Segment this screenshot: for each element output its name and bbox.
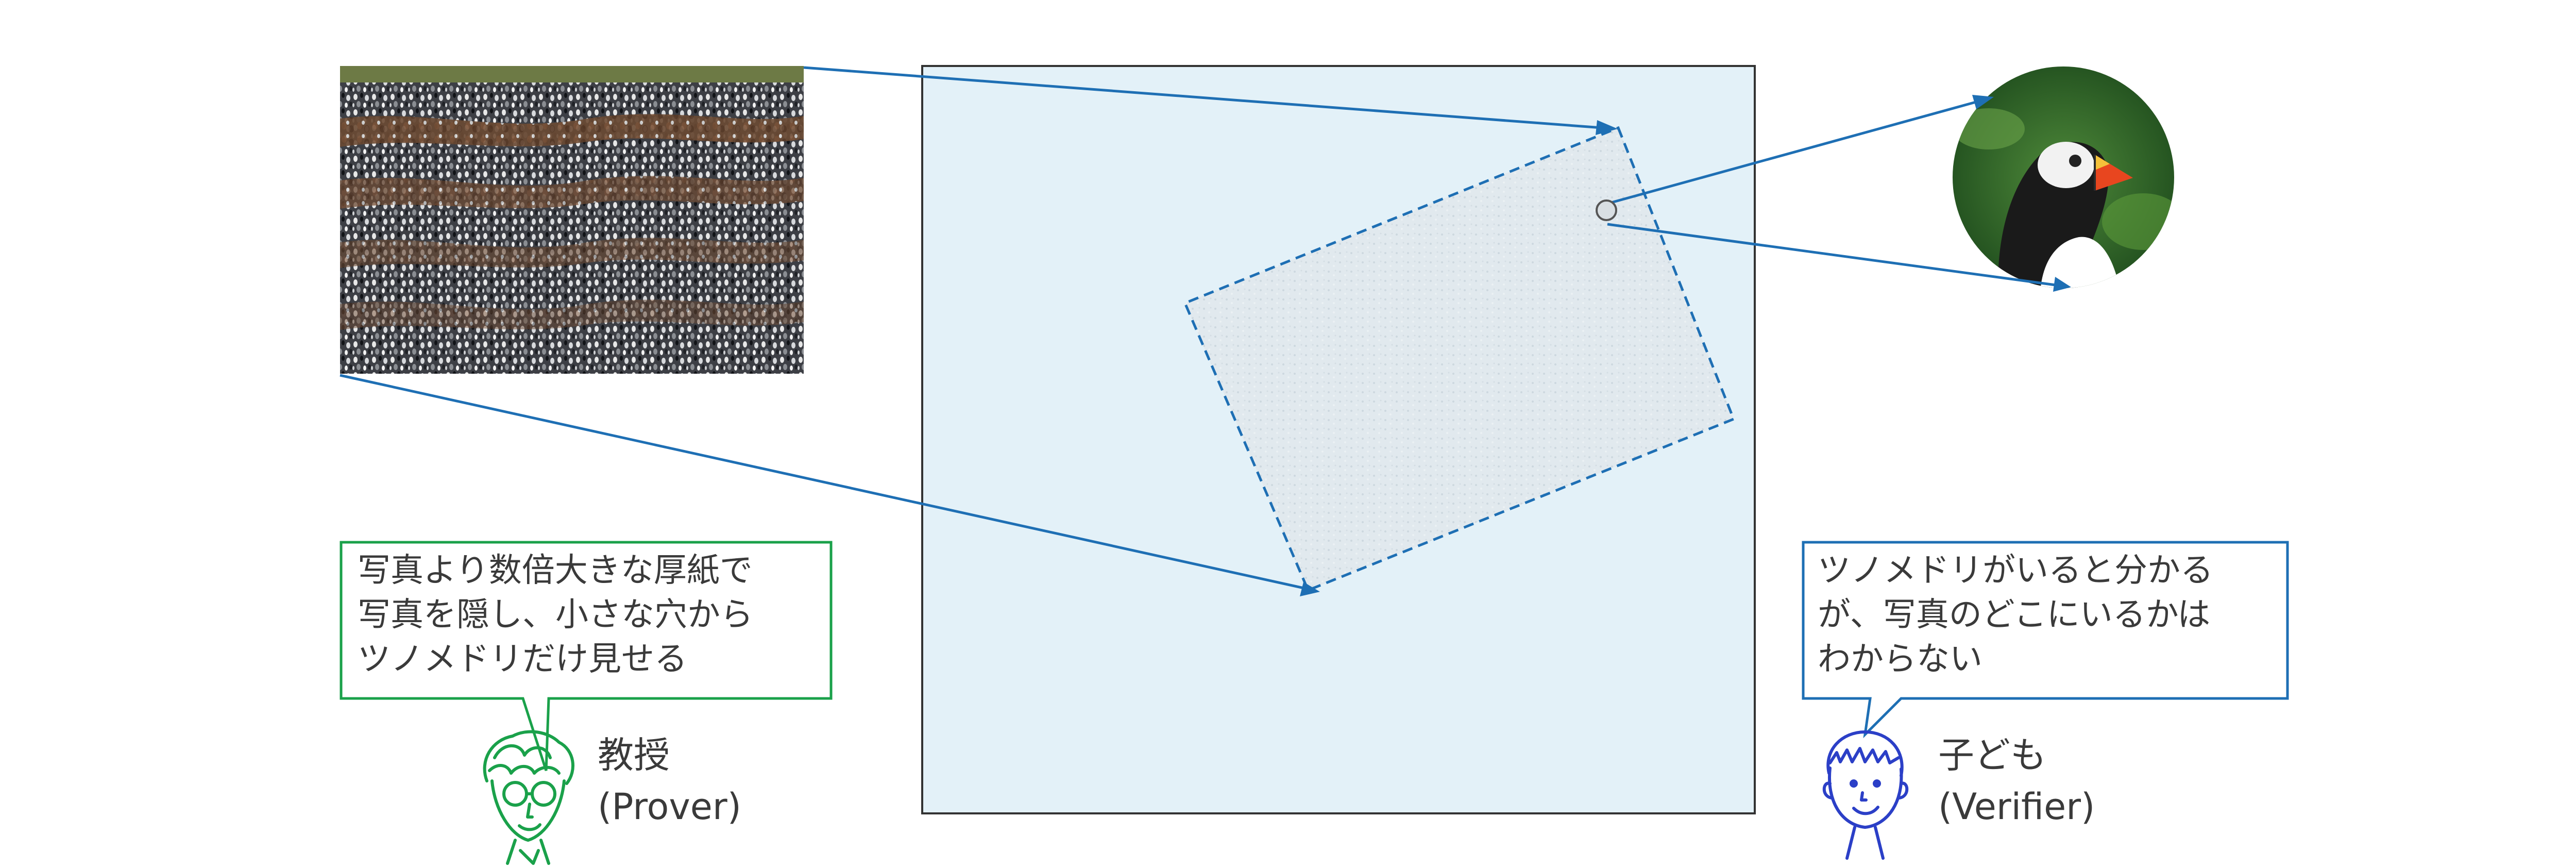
peephole: [1596, 199, 1617, 221]
professor-name: 教授: [598, 734, 670, 776]
professor-speech-line-3: ツノメドリだけ見せる: [358, 640, 687, 678]
arrow-photo-top: [803, 66, 1603, 129]
arrow-photo-bottom: [340, 374, 1309, 591]
professor-speech-line-2: 写真を隠し、小さな穴から: [358, 596, 753, 634]
arrow-hole-to-puffin-bottom: [1607, 223, 2056, 287]
child-role: (Verifier): [1938, 786, 2095, 828]
child-speech-bubble: [1802, 541, 2289, 739]
professor-curly-hair-glasses-icon: [483, 730, 574, 865]
child-speech-line-3: わからない: [1818, 640, 1982, 678]
arrow-hole-to-puffin-top: [1607, 101, 1976, 205]
professor-speech-line-1: 写真より数倍大きな厚紙で: [358, 552, 753, 590]
professor-role: (Prover): [598, 786, 741, 828]
arrows: [340, 66, 2056, 591]
hidden-photo-area: [1183, 126, 1736, 592]
child-face-icon: [1822, 730, 1909, 860]
child-name: 子ども: [1938, 734, 2046, 776]
puffin-closeup-photo: [1953, 66, 2174, 288]
arrowheads: [1300, 95, 2071, 596]
penguin-crowd-photo: [340, 66, 804, 374]
child-speech-line-1: ツノメドリがいると分かる: [1818, 552, 2213, 590]
child-speech-text: ツノメドリがいると分かる が、写真のどこにいるかは わからない: [1818, 548, 2213, 681]
child-speech-line-2: が、写真のどこにいるかは: [1818, 596, 2211, 634]
professor-speech-text: 写真より数倍大きな厚紙で 写真を隠し、小さな穴から ツノメドリだけ見せる: [358, 548, 753, 681]
